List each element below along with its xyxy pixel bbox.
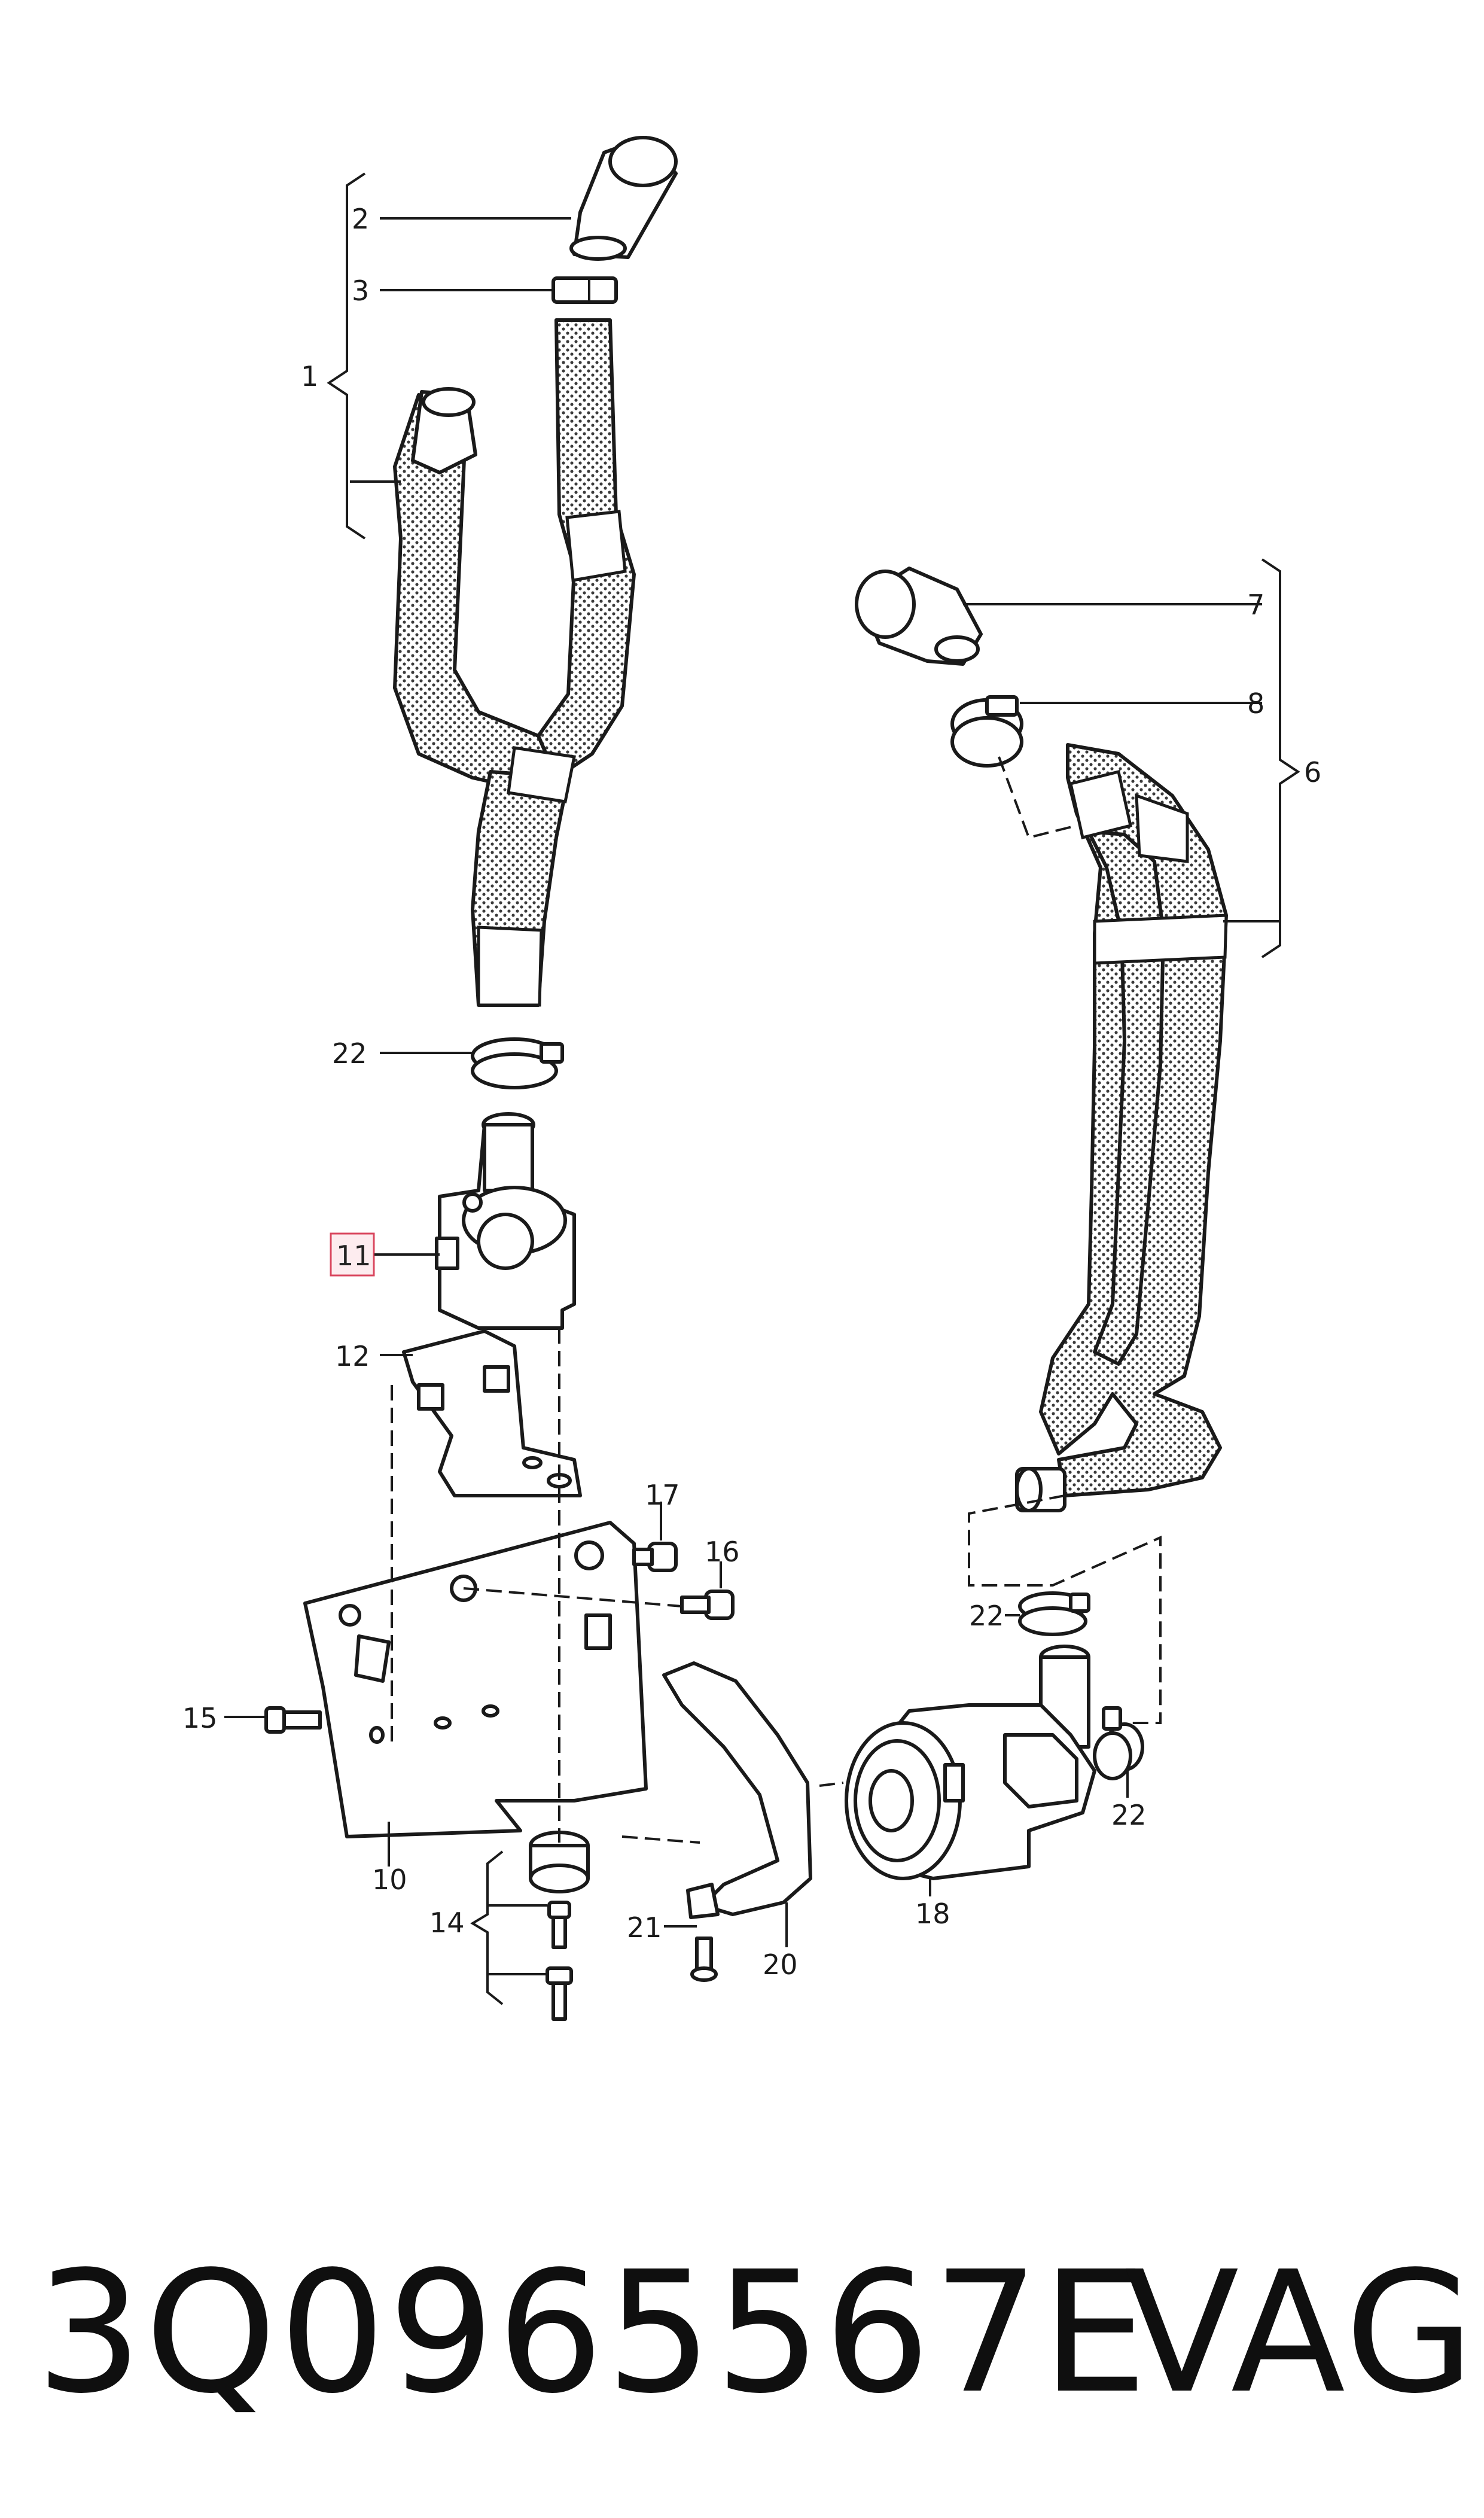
- callout-6: 6: [1304, 756, 1321, 788]
- hose-clip-22-lower: [1093, 1706, 1144, 1780]
- support-bracket-10: [303, 1521, 648, 1838]
- screw-21: [690, 1937, 718, 1982]
- retaining-strap-20: [662, 1661, 812, 1919]
- footer-caption: 3Q0965567E VAG: [36, 2213, 1474, 2453]
- auxiliary-coolant-pump-11: [435, 1112, 576, 1330]
- bolt-17: [632, 1542, 678, 1572]
- callout-17: 17: [645, 1479, 680, 1511]
- callout-1: 1: [301, 360, 318, 392]
- rubber-mount-14: [529, 1831, 590, 2021]
- hose-assembly-6: [855, 567, 1228, 1512]
- callout-18: 18: [915, 1898, 950, 1930]
- callout-8: 8: [1247, 687, 1264, 720]
- callout-10: 10: [372, 1864, 407, 1896]
- callout-16: 16: [705, 1536, 740, 1568]
- bolt-16: [680, 1590, 735, 1620]
- callout-7: 7: [1247, 589, 1264, 621]
- hose-assembly-1: [393, 136, 678, 1007]
- hose-clip-22-right: [1018, 1591, 1090, 1636]
- callout-11: 11: [336, 1240, 371, 1272]
- callout-22-lower: 22: [1111, 1799, 1147, 1831]
- callout-22-right: 22: [969, 1600, 1004, 1632]
- callout-3: 3: [352, 275, 369, 307]
- hose-clip-22-upper: [471, 1037, 564, 1089]
- callout-21: 21: [627, 1911, 662, 1944]
- callout-15: 15: [182, 1702, 218, 1734]
- bolt-15: [264, 1706, 322, 1734]
- callout-2: 2: [352, 203, 369, 235]
- electric-water-pump-18: [845, 1645, 1096, 1880]
- callout-14: 14: [429, 1907, 465, 1939]
- part-number: 3Q0965567E: [36, 2236, 1150, 2431]
- highlighted-callout-box: [330, 1232, 375, 1277]
- mounting-bracket-12: [402, 1329, 582, 1497]
- brand-name: VAG: [1125, 2236, 1477, 2431]
- callout-22-upper: 22: [332, 1037, 367, 1070]
- callout-labels: 1 2 3 22 11 12 17 16 15 10 14 21 20 18 2…: [182, 203, 1321, 1981]
- callout-12: 12: [335, 1340, 370, 1372]
- callout-20: 20: [763, 1948, 798, 1981]
